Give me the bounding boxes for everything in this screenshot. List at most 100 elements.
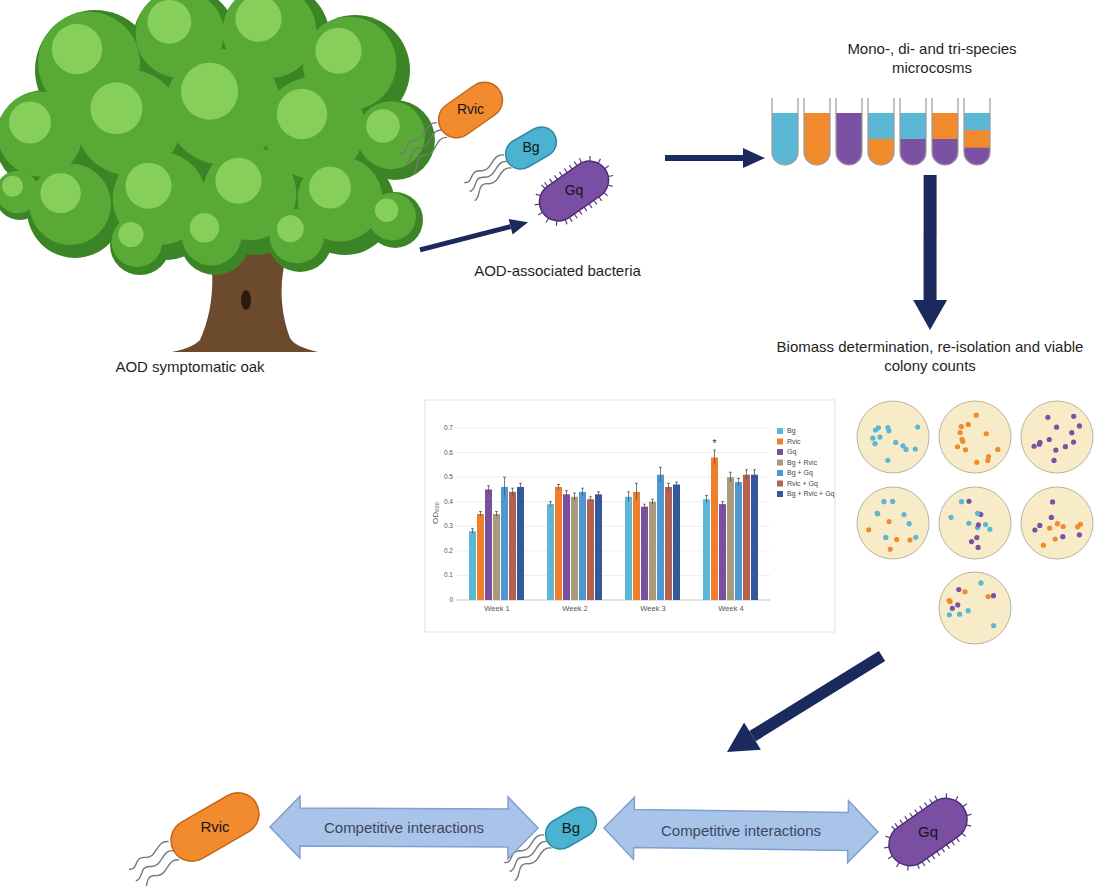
- chart-bar: [493, 514, 500, 600]
- error-cap: [753, 469, 756, 470]
- legend-label: Bg + Rvic + Gq: [787, 489, 834, 499]
- bacterial-colony: [903, 447, 908, 452]
- result-arrow-head: [727, 723, 761, 752]
- pilus: [900, 820, 903, 824]
- foliage-highlight: [40, 173, 80, 213]
- chart-bar: [579, 492, 586, 600]
- error-bar: [746, 470, 747, 480]
- bacterial-colony: [1047, 525, 1052, 530]
- agar-plate: [857, 401, 929, 473]
- arrow-head: [913, 300, 947, 330]
- pilus: [589, 204, 592, 208]
- foliage-highlight: [9, 102, 51, 144]
- bacterial-colony: [1063, 444, 1068, 449]
- bacterium-label: Bg: [498, 139, 564, 156]
- error-bar: [488, 486, 489, 493]
- bacterial-colony: [888, 547, 893, 552]
- foliage: [165, 49, 281, 165]
- bacterial-colony: [893, 440, 898, 445]
- bacterial-colony: [962, 589, 967, 594]
- chart-bar: [571, 497, 578, 600]
- agar-plate: [939, 401, 1011, 473]
- tube-liquid: [932, 113, 958, 140]
- chart-bar: [501, 487, 508, 600]
- tube-liquid: [964, 113, 990, 131]
- bacterial-colony: [1032, 527, 1037, 532]
- chart-bar: [711, 457, 718, 600]
- legend-swatch: [777, 481, 783, 487]
- flagellum: [501, 833, 546, 864]
- foliage-highlight: [148, 0, 192, 44]
- agar-plate: [857, 487, 929, 559]
- bacterial-colony: [1071, 414, 1076, 419]
- error-cap: [511, 488, 514, 489]
- error-bar: [722, 502, 723, 507]
- bacterial-colony: [974, 413, 979, 418]
- error-bar: [472, 529, 473, 534]
- step-label: Biomass determination, re-isolation and …: [775, 338, 1085, 376]
- error-bar: [730, 472, 731, 482]
- pilus: [937, 851, 940, 855]
- agar-plate: [1021, 487, 1093, 559]
- block-arrow-shape: [270, 796, 538, 859]
- axis-title: OD₆₀₀: [431, 498, 441, 528]
- bacterial-colony: [915, 424, 920, 429]
- bacterial-colony: [1061, 524, 1066, 529]
- pilus: [920, 806, 923, 810]
- error-cap: [713, 450, 716, 451]
- bacterial-colony: [965, 608, 970, 613]
- legend-swatch: [777, 449, 783, 455]
- axis-tick-label: 0.2: [428, 547, 453, 555]
- bacterial-colony: [1055, 521, 1060, 526]
- error-cap: [519, 483, 522, 484]
- error-cap: [589, 496, 592, 497]
- error-cap: [471, 528, 474, 529]
- bacterial-colony: [1047, 437, 1052, 442]
- bacterium-label: Gq: [528, 182, 620, 199]
- bacterial-colony: [1053, 536, 1058, 541]
- chart-bar: [751, 475, 758, 600]
- chart-bars: [469, 450, 758, 600]
- error-cap: [675, 482, 678, 483]
- error-bar: [558, 485, 559, 490]
- tube-outline: [804, 98, 830, 165]
- bacterium-gq: Gq: [528, 150, 620, 232]
- flow-arrow: [913, 175, 947, 330]
- bacterium-rvic: Rvic: [160, 782, 270, 872]
- bacterial-colony: [877, 435, 882, 440]
- bacterial-colony: [913, 535, 918, 540]
- foliage-highlight: [125, 163, 171, 209]
- error-cap: [705, 495, 708, 496]
- legend-swatch: [777, 470, 783, 476]
- bacterial-colony: [890, 499, 895, 504]
- bacterium-bg: Bg: [498, 118, 564, 178]
- error-bar: [738, 478, 739, 485]
- bacterial-colony: [873, 427, 878, 432]
- flagellum: [136, 858, 184, 886]
- pilus: [905, 816, 908, 820]
- error-bar: [644, 504, 645, 509]
- pilus: [942, 848, 945, 852]
- foliage: [270, 209, 324, 263]
- chart-bar: [703, 499, 710, 600]
- bacterial-colony: [966, 521, 971, 526]
- pilus: [910, 813, 913, 817]
- chart-bar: [563, 494, 570, 600]
- bacterium-body: [525, 147, 623, 236]
- bacterial-colony: [875, 511, 880, 516]
- bacterial-colony: [1049, 515, 1054, 520]
- bacterium-label: Rvic: [160, 818, 270, 836]
- error-cap: [643, 504, 646, 505]
- grid-line: [456, 477, 770, 478]
- bacterial-colony: [976, 522, 981, 527]
- error-cap: [487, 485, 490, 486]
- bacterium-label: Gq: [878, 823, 978, 841]
- error-cap: [479, 511, 482, 512]
- legend-label: Bg: [787, 426, 796, 436]
- bacterial-colony: [957, 612, 962, 617]
- foliage: [357, 101, 425, 169]
- error-cap: [737, 478, 740, 479]
- error-cap: [667, 483, 670, 484]
- category-label: Week 3: [623, 604, 683, 613]
